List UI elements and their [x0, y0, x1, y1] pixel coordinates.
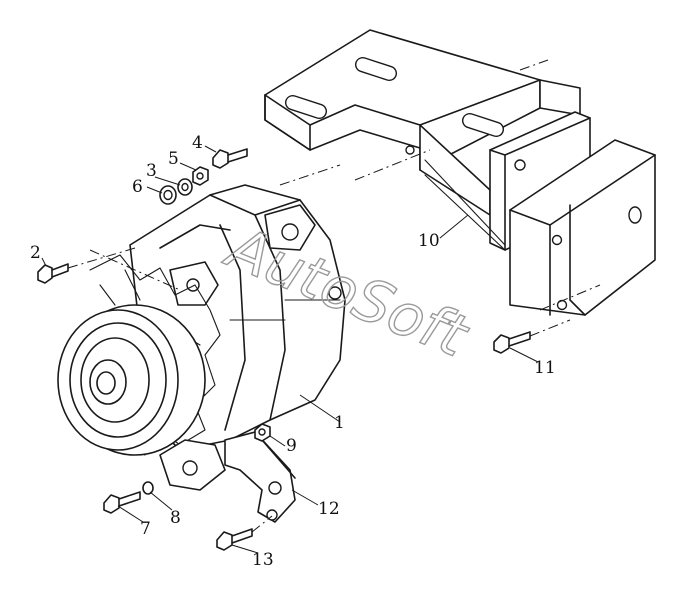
callout-9: 9 [286, 436, 297, 456]
alternator [57, 164, 346, 491]
callout-3: 3 [146, 161, 157, 181]
bolt-2 [37, 247, 136, 284]
bolt-13 [216, 515, 273, 551]
callout-labels: 1 2 3 4 5 6 7 8 9 10 11 12 13 [30, 133, 556, 570]
bolt-4 [212, 148, 248, 169]
callout-8: 8 [170, 508, 181, 528]
leader-lines [41, 145, 539, 554]
bolt-11 [493, 319, 571, 354]
mounting-bracket [264, 29, 656, 316]
callout-4: 4 [192, 133, 203, 153]
callout-2: 2 [30, 243, 41, 263]
callout-1: 1 [334, 413, 345, 433]
callout-13: 13 [252, 550, 274, 570]
nut-5 [192, 166, 209, 186]
callout-6: 6 [132, 177, 143, 197]
washer-3 [177, 178, 193, 196]
washer-8 [142, 481, 154, 495]
callout-11: 11 [534, 358, 556, 378]
callout-5: 5 [168, 149, 179, 169]
bolt-7 [103, 491, 141, 514]
washer-6 [159, 185, 177, 205]
callout-7: 7 [140, 519, 151, 539]
callout-12: 12 [318, 499, 340, 519]
callout-10: 10 [418, 231, 440, 251]
